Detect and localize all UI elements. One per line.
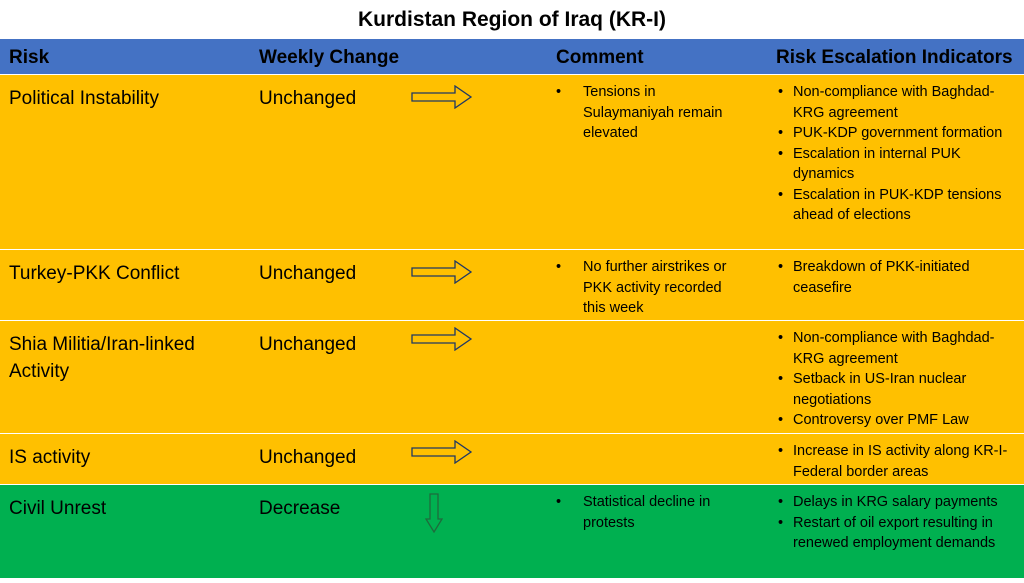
indicator-item: Setback in US-Iran nuclear negotiations	[776, 369, 1020, 410]
indicator-list: Non-compliance with Baghdad-KRG agreemen…	[776, 82, 1020, 226]
weekly-change: Unchanged	[259, 88, 357, 109]
indicator-item: Escalation in PUK-KDP tensions ahead of …	[776, 185, 1020, 226]
comment-list: Tensions in Sulaymaniyah remain elevated	[556, 82, 746, 144]
indicator-item: Non-compliance with Baghdad-KRG agreemen…	[776, 82, 1020, 123]
weekly-change: Decrease	[259, 498, 341, 519]
risk-table: Risk Weekly Change Comment Risk Escalati…	[0, 39, 1024, 579]
risk-name: Political Instability	[9, 88, 159, 109]
indicator-list: Breakdown of PKK-initiated ceasefire	[776, 257, 1020, 298]
header-comment: Comment	[556, 47, 644, 68]
indicator-item: Delays in KRG salary payments	[776, 492, 1020, 513]
down-arrow-icon	[425, 493, 443, 533]
indicator-list: Increase in IS activity along KR-I-Feder…	[776, 441, 1020, 482]
indicator-list: Delays in KRG salary payments Restart of…	[776, 492, 1020, 554]
table-row-civil-unrest: Civil Unrest Decrease Statistical declin…	[0, 485, 1024, 579]
indicator-item: Restart of oil export resulting in renew…	[776, 513, 1020, 554]
right-arrow-icon	[411, 440, 473, 464]
indicator-item: Increase in IS activity along KR-I-Feder…	[776, 441, 1020, 482]
right-arrow-icon	[411, 327, 473, 351]
comment-item: Statistical decline in protests	[556, 492, 746, 533]
comment-item: No further airstrikes or PKK activity re…	[556, 257, 746, 319]
right-arrow-icon	[411, 260, 473, 284]
indicator-item: Breakdown of PKK-initiated ceasefire	[776, 257, 1020, 298]
header-risk: Risk	[9, 47, 50, 68]
comment-item: Tensions in Sulaymaniyah remain elevated	[556, 82, 746, 144]
risk-name: Shia Militia/Iran-linked Activity	[9, 334, 195, 382]
comment-list: Statistical decline in protests	[556, 492, 746, 533]
indicator-item: PUK-KDP government formation	[776, 123, 1020, 144]
indicator-item: Escalation in internal PUK dynamics	[776, 144, 1020, 185]
indicator-item: Non-compliance with Baghdad-KRG agreemen…	[776, 328, 1020, 369]
table-header-row: Risk Weekly Change Comment Risk Escalati…	[0, 39, 1024, 75]
risk-name: Civil Unrest	[9, 498, 107, 519]
risk-name: Turkey-PKK Conflict	[9, 263, 180, 284]
header-indicators: Risk Escalation Indicators	[776, 47, 1013, 68]
page-title: Kurdistan Region of Iraq (KR-I)	[358, 8, 666, 31]
indicator-item: Controversy over PMF Law	[776, 410, 1020, 431]
table-row-is-activity: IS activity Unchanged Increase in IS act…	[0, 434, 1024, 485]
indicator-list: Non-compliance with Baghdad-KRG agreemen…	[776, 328, 1020, 431]
table-row-shia-militia-activity: Shia Militia/Iran-linked Activity Unchan…	[0, 321, 1024, 434]
risk-name: IS activity	[9, 447, 91, 468]
weekly-change: Unchanged	[259, 447, 357, 468]
table-row-political-instability: Political Instability Unchanged Tensions…	[0, 75, 1024, 250]
comment-list: No further airstrikes or PKK activity re…	[556, 257, 746, 319]
header-weekly-change: Weekly Change	[259, 47, 400, 68]
right-arrow-icon	[411, 85, 473, 109]
table-row-turkey-pkk-conflict: Turkey-PKK Conflict Unchanged No further…	[0, 250, 1024, 321]
weekly-change: Unchanged	[259, 263, 357, 284]
weekly-change: Unchanged	[259, 334, 357, 355]
